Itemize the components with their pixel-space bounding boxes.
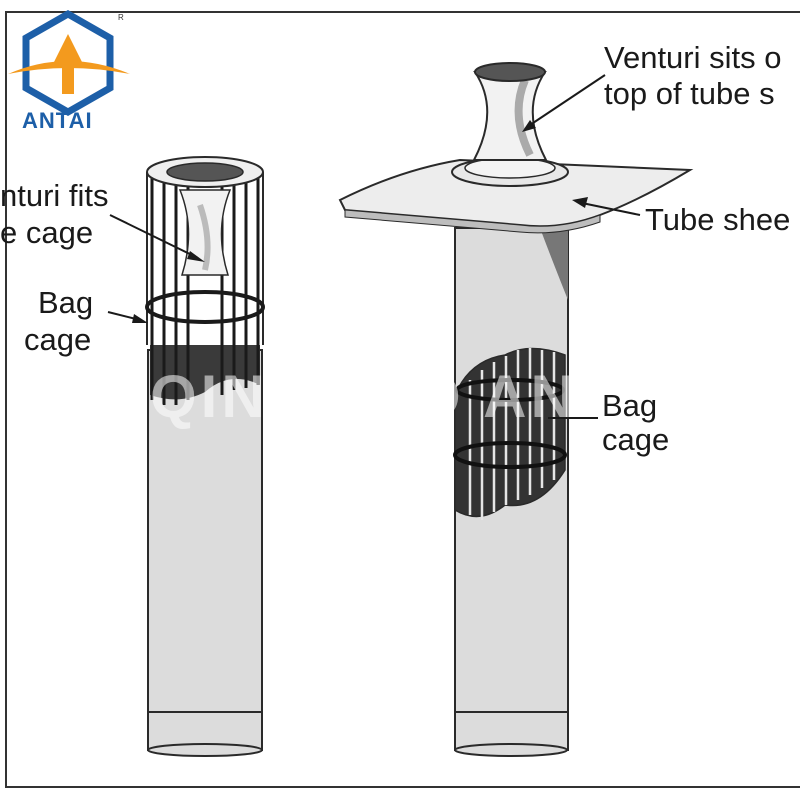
left-cage-top-opening: [166, 162, 244, 182]
label-tube-sheet: Tube shee: [645, 202, 791, 237]
left-filter-assembly: [107, 156, 265, 757]
right-venturi-shade: [514, 78, 534, 157]
label-venturi-sits-line2: top of tube s: [604, 76, 775, 111]
left-bag-bottom: [147, 743, 263, 757]
logo-text: ANTAI: [22, 108, 93, 133]
antai-logo-mark: [8, 9, 130, 117]
right-bag-bottom: [454, 743, 568, 757]
venturi-fits-leader: [109, 214, 199, 259]
logo-registered-mark: R: [118, 13, 124, 22]
label-venturi-fits-line1: nturi fits: [0, 178, 109, 213]
venturi-sits-leader: [529, 74, 606, 126]
left-venturi-shade: [197, 204, 211, 271]
left-cage-hoop: [145, 290, 265, 324]
label-bag-cage-left-line1: Bag: [38, 285, 94, 320]
right-venturi: [472, 71, 548, 161]
logo-hexagon: [22, 9, 114, 117]
logo-stem: [62, 66, 74, 94]
right-cage-hoop-upper: [455, 378, 565, 402]
label-venturi-sits-line1: Venturi sits o: [604, 40, 782, 75]
label-bag-cage-left-line2: cage: [24, 322, 92, 357]
left-filter-bag: [147, 349, 263, 751]
right-venturi-opening: [474, 62, 546, 82]
label-bag-cage-right-line2: cage: [602, 422, 670, 457]
venturi-fits-arrowhead: [187, 251, 205, 262]
diagram-border: [5, 11, 800, 788]
right-bag-shadow: [540, 228, 568, 300]
label-bag-cage-right-line1: Bag: [602, 388, 658, 423]
tube-sheet-edge: [344, 209, 601, 234]
tube-sheet-arrowhead: [572, 197, 588, 208]
logo-triangle: [52, 34, 84, 66]
right-bag-cutaway: [454, 347, 566, 518]
bag-cage-left-arrowhead: [132, 314, 148, 323]
label-venturi-fits-line2: e cage: [0, 215, 94, 250]
tube-sheet-leader: [581, 202, 641, 216]
right-filter-assembly: [338, 62, 694, 757]
right-cage-hoop-lower: [453, 441, 567, 469]
venturi-sits-arrowhead: [522, 120, 536, 132]
